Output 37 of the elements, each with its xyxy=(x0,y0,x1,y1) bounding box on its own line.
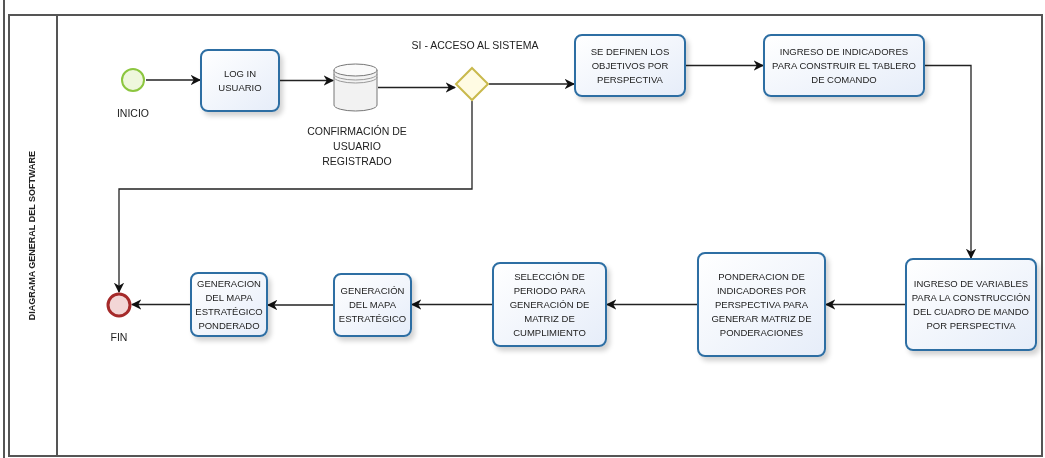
start-event-circle xyxy=(120,67,146,93)
arrow xyxy=(130,299,191,310)
process-label: LOG IN USUARIO xyxy=(217,66,263,95)
arrow xyxy=(410,299,493,310)
end-event-circle xyxy=(106,292,132,318)
arrow xyxy=(685,60,765,71)
process-box xyxy=(200,49,280,112)
database-cylinder xyxy=(333,63,378,112)
process-box xyxy=(905,258,1037,351)
process-box xyxy=(333,273,412,337)
arrow xyxy=(145,74,202,86)
process-box xyxy=(574,34,686,97)
arrow xyxy=(113,100,473,294)
process-label: INGRESO DE VARIABLES PARA LA CONSTRUCCIÓN DEL CUADRO DE MANDO POR PERSPECTIVA xyxy=(911,276,1031,333)
node-caption: CONFIRMACIÓN DE USUARIO REGISTRADO xyxy=(306,124,408,169)
process-box xyxy=(492,262,607,347)
arrow xyxy=(488,78,576,90)
arrow xyxy=(924,64,977,260)
node-caption: FIN xyxy=(109,330,129,345)
process-label: SELECCIÓN DE PERIODO PARA GENERACIÓN DE MATRIZ DE CUMPLIMIENTO xyxy=(508,269,591,340)
pool xyxy=(8,14,1043,457)
process-label: SE DEFINEN LOS OBJETIVOS POR PERSPECTIVA xyxy=(589,44,671,87)
process-label: PONDERACION DE INDICADORES POR PERSPECTIVA PARA GENERAR MATRIZ DE PONDERACIONES xyxy=(710,269,813,340)
pool-title: DIAGRAMA GENERAL DEL SOFTWARE xyxy=(26,150,39,321)
process-label: GENERACION DEL MAPA ESTRATÉGICO PONDERADO xyxy=(195,276,263,333)
arrow xyxy=(605,299,698,310)
process-label: INGRESO DE INDICADORES PARA CONSTRUIR EL TABLERO DE COMANDO xyxy=(771,44,917,87)
process-box xyxy=(697,252,826,357)
arrow xyxy=(266,299,334,311)
gateway-diamond xyxy=(455,67,489,101)
node-caption: SI - ACCESO AL SISTEMA xyxy=(410,38,540,53)
process-box xyxy=(763,34,925,97)
process-label: GENERACIÓN DEL MAPA ESTRATÉGICO xyxy=(338,284,407,326)
arrow xyxy=(377,82,457,93)
arrow xyxy=(279,75,335,86)
node-caption: INICIO xyxy=(115,106,151,121)
arrow xyxy=(824,299,906,310)
